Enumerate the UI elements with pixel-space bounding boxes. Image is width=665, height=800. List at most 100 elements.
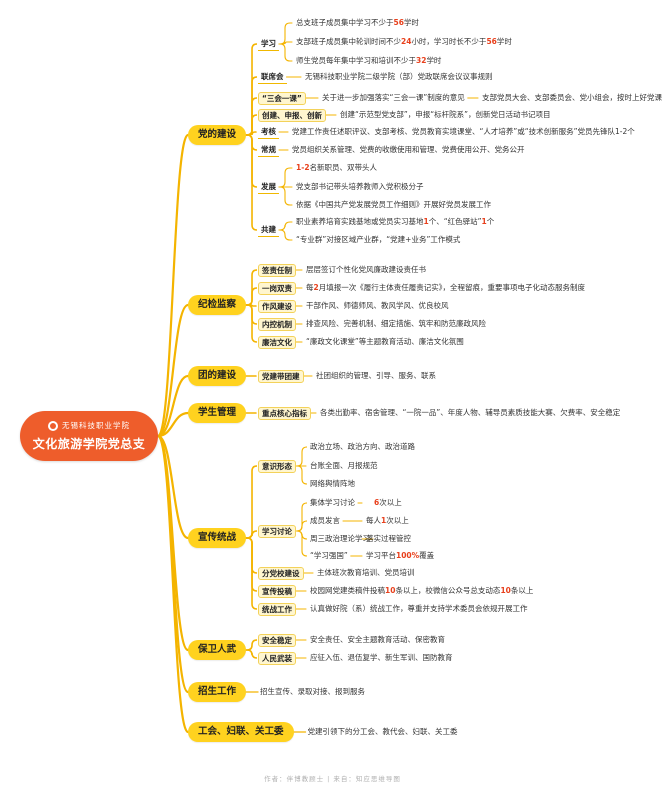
- connector: [245, 304, 258, 343]
- leaf-item: “学习强国”: [310, 550, 348, 562]
- leaf-item: 支部班子成员集中轮训时间不少24小时，学习时长不少于56学时: [296, 36, 512, 48]
- leaf-value: 落实过程管控: [366, 533, 411, 545]
- leaf-text: 网络舆情阵地: [310, 479, 355, 488]
- leaf-item: 党建引领下的分工会、教代会、妇联、关工委: [308, 726, 458, 738]
- connector: [295, 446, 308, 467]
- sub-node[interactable]: 一岗双责: [258, 282, 296, 295]
- leaf-item: 创建“示范型党支部”，申报“标杆院系”，创新党日活动书记项目: [340, 109, 551, 121]
- leaf-text: 层层签订个性化党风廉政建设责任书: [306, 265, 426, 274]
- leaf-text: 落实过程管控: [366, 534, 411, 543]
- connector: [278, 22, 293, 45]
- sub-node[interactable]: 学习: [258, 38, 279, 51]
- leaf-text: 个、“红色驿站”: [428, 217, 482, 226]
- leaf-text: 学习平台: [366, 551, 396, 560]
- leaf-text: 月填报一次《履行主体责任履责记实》，全程留痕，重要事项电子化动态服务制度: [318, 283, 585, 292]
- connector: [156, 411, 190, 438]
- leaf-text: 党建引领下的分工会、教代会、妇联、关工委: [307, 727, 458, 736]
- leaf-item: 认真做好院（系）统战工作，尊重并支持学术委员会依规开展工作: [310, 603, 528, 615]
- leaf-item: “专业群”对接区域产业群，“党建+业务”工作模式: [296, 234, 460, 246]
- highlight-number: 100%: [396, 551, 420, 560]
- sub-node[interactable]: 人民武装: [258, 652, 296, 665]
- leaf-text: 安全责任、安全主题教育活动、保密教育: [310, 635, 445, 644]
- sub-node[interactable]: 党建带团建: [258, 370, 304, 383]
- leaf-text: 无锡科技职业学院二级学院（部）党政联席会议议事规则: [305, 72, 493, 81]
- leaf-text: 党员组织关系管理、党费的收缴使用和管理、党费使用公开、党务公开: [292, 145, 525, 154]
- leaf-text: 总支班子成员集中学习不少于: [296, 18, 394, 27]
- sub-node[interactable]: 作风建设: [258, 300, 296, 313]
- leaf-item: 周三政治理论学习: [310, 533, 370, 545]
- sub-node[interactable]: 安全稳定: [258, 634, 296, 647]
- branch-node[interactable]: 学生管理: [188, 403, 247, 423]
- leaf-text: 关于进一步加强落实“三会一课”制度的意见: [322, 93, 465, 102]
- leaf-item: “廉政文化课堂”等主题教育活动、廉洁文化氛围: [306, 336, 464, 348]
- leaf-item: 关于进一步加强落实“三会一课”制度的意见: [322, 92, 465, 104]
- leaf-text: “学习强国”: [310, 551, 348, 560]
- leaf-text: 认真做好院（系）统战工作，尊重并支持学术委员会依规开展工作: [310, 604, 528, 613]
- connector: [245, 537, 258, 610]
- sub-node[interactable]: 分党校建设: [258, 567, 304, 580]
- branch-node[interactable]: 党的建设: [188, 125, 247, 145]
- highlight-number: 1: [381, 516, 387, 525]
- leaf-item: 干部作风、师德师风、教风学风、优良校风: [306, 300, 449, 312]
- leaf-text: 个: [486, 217, 495, 226]
- leaf-text: 条以上，校微信公众号总支动态: [395, 586, 501, 595]
- leaf-text: 次以上: [379, 498, 402, 507]
- leaf-item: 依据《中国共产党发展党员工作细则》开展好党员发展工作: [296, 199, 491, 211]
- footer-credit: 作者：伴博教顾士 | 来自：知应思维导图: [264, 775, 401, 783]
- leaf-item: 层层签订个性化党风廉政建设责任书: [306, 264, 426, 276]
- connector: [278, 221, 293, 231]
- branch-node[interactable]: 工会、妇联、关工委: [188, 722, 294, 742]
- root-node[interactable]: 无锡科技职业学院 文化旅游学院党总支: [20, 411, 158, 461]
- branch-node[interactable]: 团的建设: [188, 366, 247, 386]
- sub-node[interactable]: 统战工作: [258, 603, 296, 616]
- highlight-number: 6: [374, 498, 380, 507]
- leaf-item: 排查风险、完善机制、细定措施、筑牢和防范廉政风险: [306, 318, 486, 330]
- leaf-item: 1-2名新职员、双带头人: [296, 162, 377, 174]
- sub-node[interactable]: 意识形态: [258, 460, 296, 473]
- leaf-item: 集体学习讨论: [310, 497, 355, 509]
- branch-node[interactable]: 保卫人武: [188, 640, 247, 660]
- leaf-text: 排查风险、完善机制、细定措施、筑牢和防范廉政风险: [306, 319, 486, 328]
- sub-node[interactable]: 考核: [258, 126, 279, 139]
- sub-node[interactable]: “三会一课”: [258, 92, 306, 105]
- leaf-value: 6次以上: [374, 497, 402, 509]
- leaf-text: 成员发言: [310, 516, 340, 525]
- highlight-number: 56: [486, 37, 497, 46]
- connector: [156, 133, 190, 438]
- leaf-text: 小时，学习时长不少于: [411, 37, 487, 46]
- leaf-text: 每人: [366, 516, 381, 525]
- sub-node[interactable]: 内控机制: [258, 318, 296, 331]
- connector: [278, 229, 293, 241]
- leaf-item: 成员发言: [310, 515, 340, 527]
- leaf-text: 学时: [403, 18, 419, 27]
- leaf-text: 学时: [496, 37, 512, 46]
- sub-node[interactable]: 发展: [258, 181, 279, 194]
- leaf-text: 条以上: [510, 586, 534, 595]
- connector: [156, 303, 190, 438]
- branch-node[interactable]: 宣传统战: [188, 528, 247, 548]
- leaf-text: “廉政文化课堂”等主题教育活动、廉洁文化氛围: [306, 337, 464, 346]
- sub-node[interactable]: 廉洁文化: [258, 336, 296, 349]
- sub-node[interactable]: 常规: [258, 144, 279, 157]
- connector: [278, 186, 293, 206]
- leaf-tail: 支部党员大会、支部委员会、党小组会，按时上好党课: [482, 93, 662, 102]
- sub-node[interactable]: 创建、申报、创新: [258, 109, 326, 122]
- leaf-text: 招生宣传、录取对接、报到服务: [260, 687, 366, 696]
- leaf-text: 应征入伍、退伍复学、新生军训、国防教育: [310, 653, 453, 662]
- leaf-text: 校园网党建类稿件投稿: [310, 586, 385, 595]
- sub-node[interactable]: 签责任制: [258, 264, 296, 277]
- sub-node[interactable]: 联席会: [258, 71, 287, 84]
- branch-node[interactable]: 招生工作: [188, 682, 247, 702]
- leaf-item: 党支部书记带头培养教师入党积极分子: [296, 181, 424, 193]
- leaf-text: 依据《中国共产党发展党员工作细则》开展好党员发展工作: [296, 200, 491, 209]
- sub-node[interactable]: 共建: [258, 224, 279, 237]
- branch-node[interactable]: 纪检监察: [188, 295, 247, 315]
- leaf-item: 安全责任、安全主题教育活动、保密教育: [310, 634, 445, 646]
- leaf-text: 干部作风、师德师风、教风学风、优良校风: [306, 301, 449, 310]
- sub-node[interactable]: 学习讨论: [258, 525, 296, 538]
- connector: [295, 530, 308, 557]
- sub-node[interactable]: 重点核心指标: [258, 407, 311, 420]
- sub-node[interactable]: 宣传投稿: [258, 585, 296, 598]
- connector: [245, 134, 258, 231]
